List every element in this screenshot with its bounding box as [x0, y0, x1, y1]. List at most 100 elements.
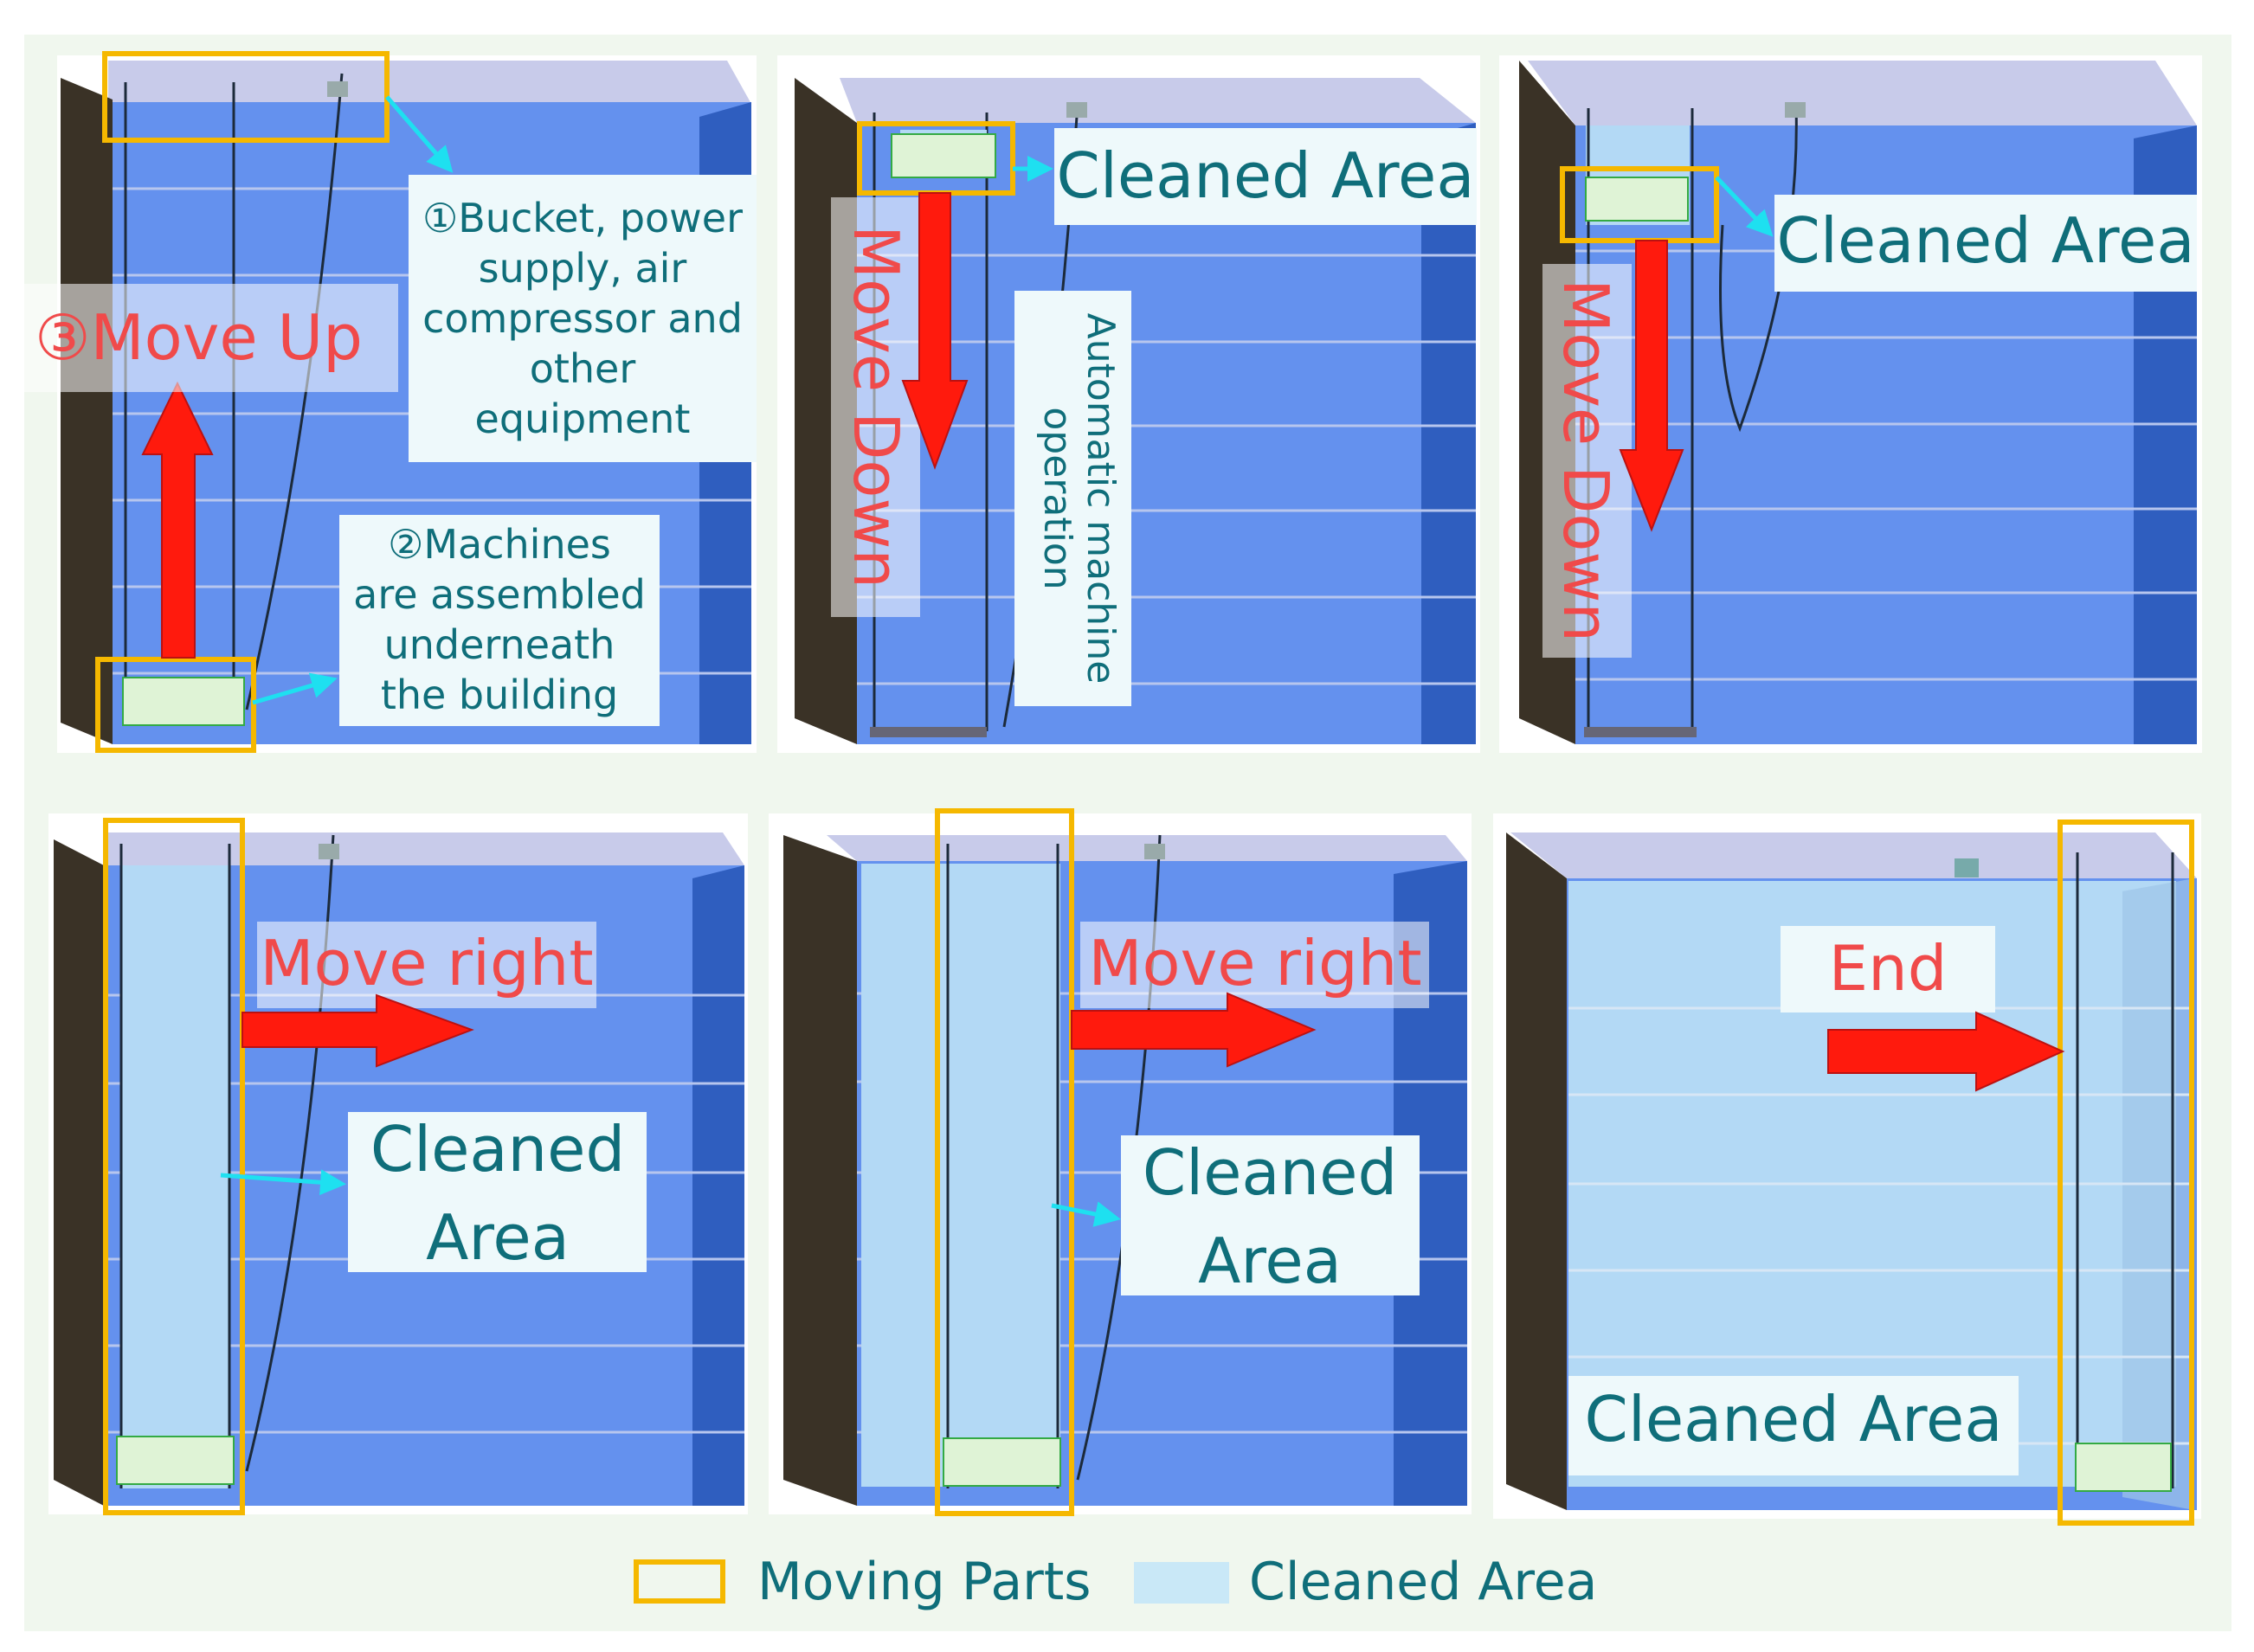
wall-top [108, 61, 751, 104]
svg-text:are assembled: are assembled [353, 571, 646, 618]
panel-6: End Cleaned Area [1493, 813, 2201, 1526]
note1-connector [385, 95, 454, 173]
legend: Moving Parts Cleaned Area [634, 1552, 1597, 1612]
svg-text:Area: Area [426, 1201, 570, 1274]
machine-body [2075, 1443, 2172, 1492]
panel-2: Cleaned Area Move Down Automatic machine… [777, 55, 1480, 753]
wall-dark-side [783, 835, 857, 1506]
moving-box [935, 808, 1074, 1516]
moving-box [103, 818, 245, 1515]
auto-op-label: Automatic machine operation [1035, 313, 1123, 685]
move-right-arrow [242, 993, 474, 1068]
note1-box [409, 175, 757, 462]
wall-dark-side [61, 78, 113, 744]
legend-moving-parts-label: Moving Parts [757, 1552, 1092, 1612]
roof-equipment [327, 81, 348, 97]
cleaned-area-label: Cleaned Area [1777, 204, 2195, 277]
end-arrow [1827, 1011, 2065, 1092]
moving-box-bottom [95, 657, 256, 753]
move-up-arrow [141, 381, 214, 659]
move-down-label: Move Down [1549, 279, 1622, 642]
platform [1584, 727, 1697, 737]
wall-right-side [692, 865, 744, 1506]
wall-right-side [1421, 123, 1476, 744]
svg-text:the building: the building [381, 672, 618, 718]
move-right-label: Move right [260, 927, 593, 1000]
cleaned-area-label-bg [348, 1112, 647, 1272]
svg-text:operation: operation [1035, 407, 1079, 589]
svg-text:Cleaned: Cleaned [1143, 1136, 1397, 1209]
move-down-label-bg [831, 197, 920, 617]
move-up-label: ③Move Up [35, 301, 363, 374]
note1-text: ①Bucket, power supply, air compressor an… [422, 195, 743, 442]
move-down-arrow [901, 192, 969, 470]
roof-equipment [319, 844, 339, 859]
cleaned-area-label-bg [1774, 195, 2197, 292]
move-right-label-bg [257, 922, 596, 1008]
wall-front [857, 123, 1476, 744]
svg-text:compressor and: compressor and [422, 295, 743, 342]
move-up-label-bg [17, 284, 398, 392]
cleaned-area-label: Cleaned Area [1143, 1136, 1397, 1297]
svg-text:equipment: equipment [475, 395, 691, 442]
wall-top [1510, 832, 2197, 878]
svg-text:Area: Area [1198, 1225, 1342, 1297]
move-down-label-bg [1542, 264, 1632, 658]
note2-box [339, 515, 660, 726]
cleaned-area-label-bg [1054, 128, 1477, 225]
svg-text:①Bucket, power: ①Bucket, power [422, 195, 743, 241]
svg-text:Automatic machine: Automatic machine [1079, 313, 1123, 685]
panel-3: Cleaned Area Move Down [1499, 55, 2202, 753]
roof-equipment [1785, 102, 1806, 118]
cleaned-area-label: Cleaned Area [1585, 1383, 2003, 1456]
moving-box [2058, 820, 2194, 1526]
machine-body [943, 1437, 1061, 1487]
auto-op-label-bg [1014, 291, 1131, 706]
svg-text:supply, air: supply, air [479, 245, 687, 292]
ropes [2076, 852, 2174, 1488]
svg-text:underneath: underneath [384, 621, 615, 668]
panel-5: Move right Cleaned Area [769, 808, 1472, 1516]
machine-body [122, 677, 245, 726]
end-label: End [1829, 932, 1948, 1005]
roof-equipment [1144, 844, 1165, 859]
svg-text:other: other [530, 345, 636, 392]
move-down-label: Move Down [840, 225, 912, 588]
cleaned-area-label: Cleaned Area [370, 1113, 625, 1274]
roof-equipment [1955, 858, 1979, 877]
svg-text:②Machines: ②Machines [388, 521, 611, 568]
cleaned-area-label-bg [1568, 1376, 2019, 1475]
wall-lines [857, 254, 1476, 685]
ropes [124, 73, 344, 723]
cleaned-area-label: Cleaned Area [1057, 139, 1475, 212]
note2-connector [252, 672, 338, 705]
note2-text: ②Machines are assembled underneath the b… [353, 521, 646, 718]
wall-right-side [2122, 878, 2194, 1510]
cleaned-area-connector [1715, 176, 1774, 237]
wall-top [1528, 61, 2197, 125]
move-right-arrow [1071, 992, 1317, 1068]
wall-top [104, 832, 744, 865]
cleaned-area-label-bg [1121, 1135, 1420, 1295]
svg-text:Cleaned: Cleaned [370, 1113, 625, 1186]
move-right-label-bg [1080, 922, 1429, 1008]
move-down-arrow [1619, 240, 1684, 532]
roof-equipment [1066, 102, 1087, 118]
machine-body [1585, 177, 1689, 222]
cleaned-area-connector [1051, 1201, 1121, 1227]
legend-moving-parts-swatch [634, 1559, 725, 1604]
legend-cleaned-area-swatch [1134, 1562, 1229, 1604]
legend-cleaned-area-label: Cleaned Area [1249, 1552, 1597, 1612]
wall-dark-side [54, 839, 104, 1506]
cleaned-region [861, 864, 1060, 1487]
cleaned-area-connector [220, 1169, 346, 1196]
panel-4: Move right Cleaned Area [48, 813, 748, 1515]
platform [870, 727, 987, 737]
machine-body [891, 133, 996, 178]
end-label-bg [1781, 926, 1995, 1012]
machine-body [116, 1436, 235, 1485]
move-right-label: Move right [1088, 927, 1421, 1000]
panel-1: ③Move Up ①Bucket, power supply, air comp… [17, 51, 757, 753]
wall-dark-side [1506, 832, 1567, 1510]
